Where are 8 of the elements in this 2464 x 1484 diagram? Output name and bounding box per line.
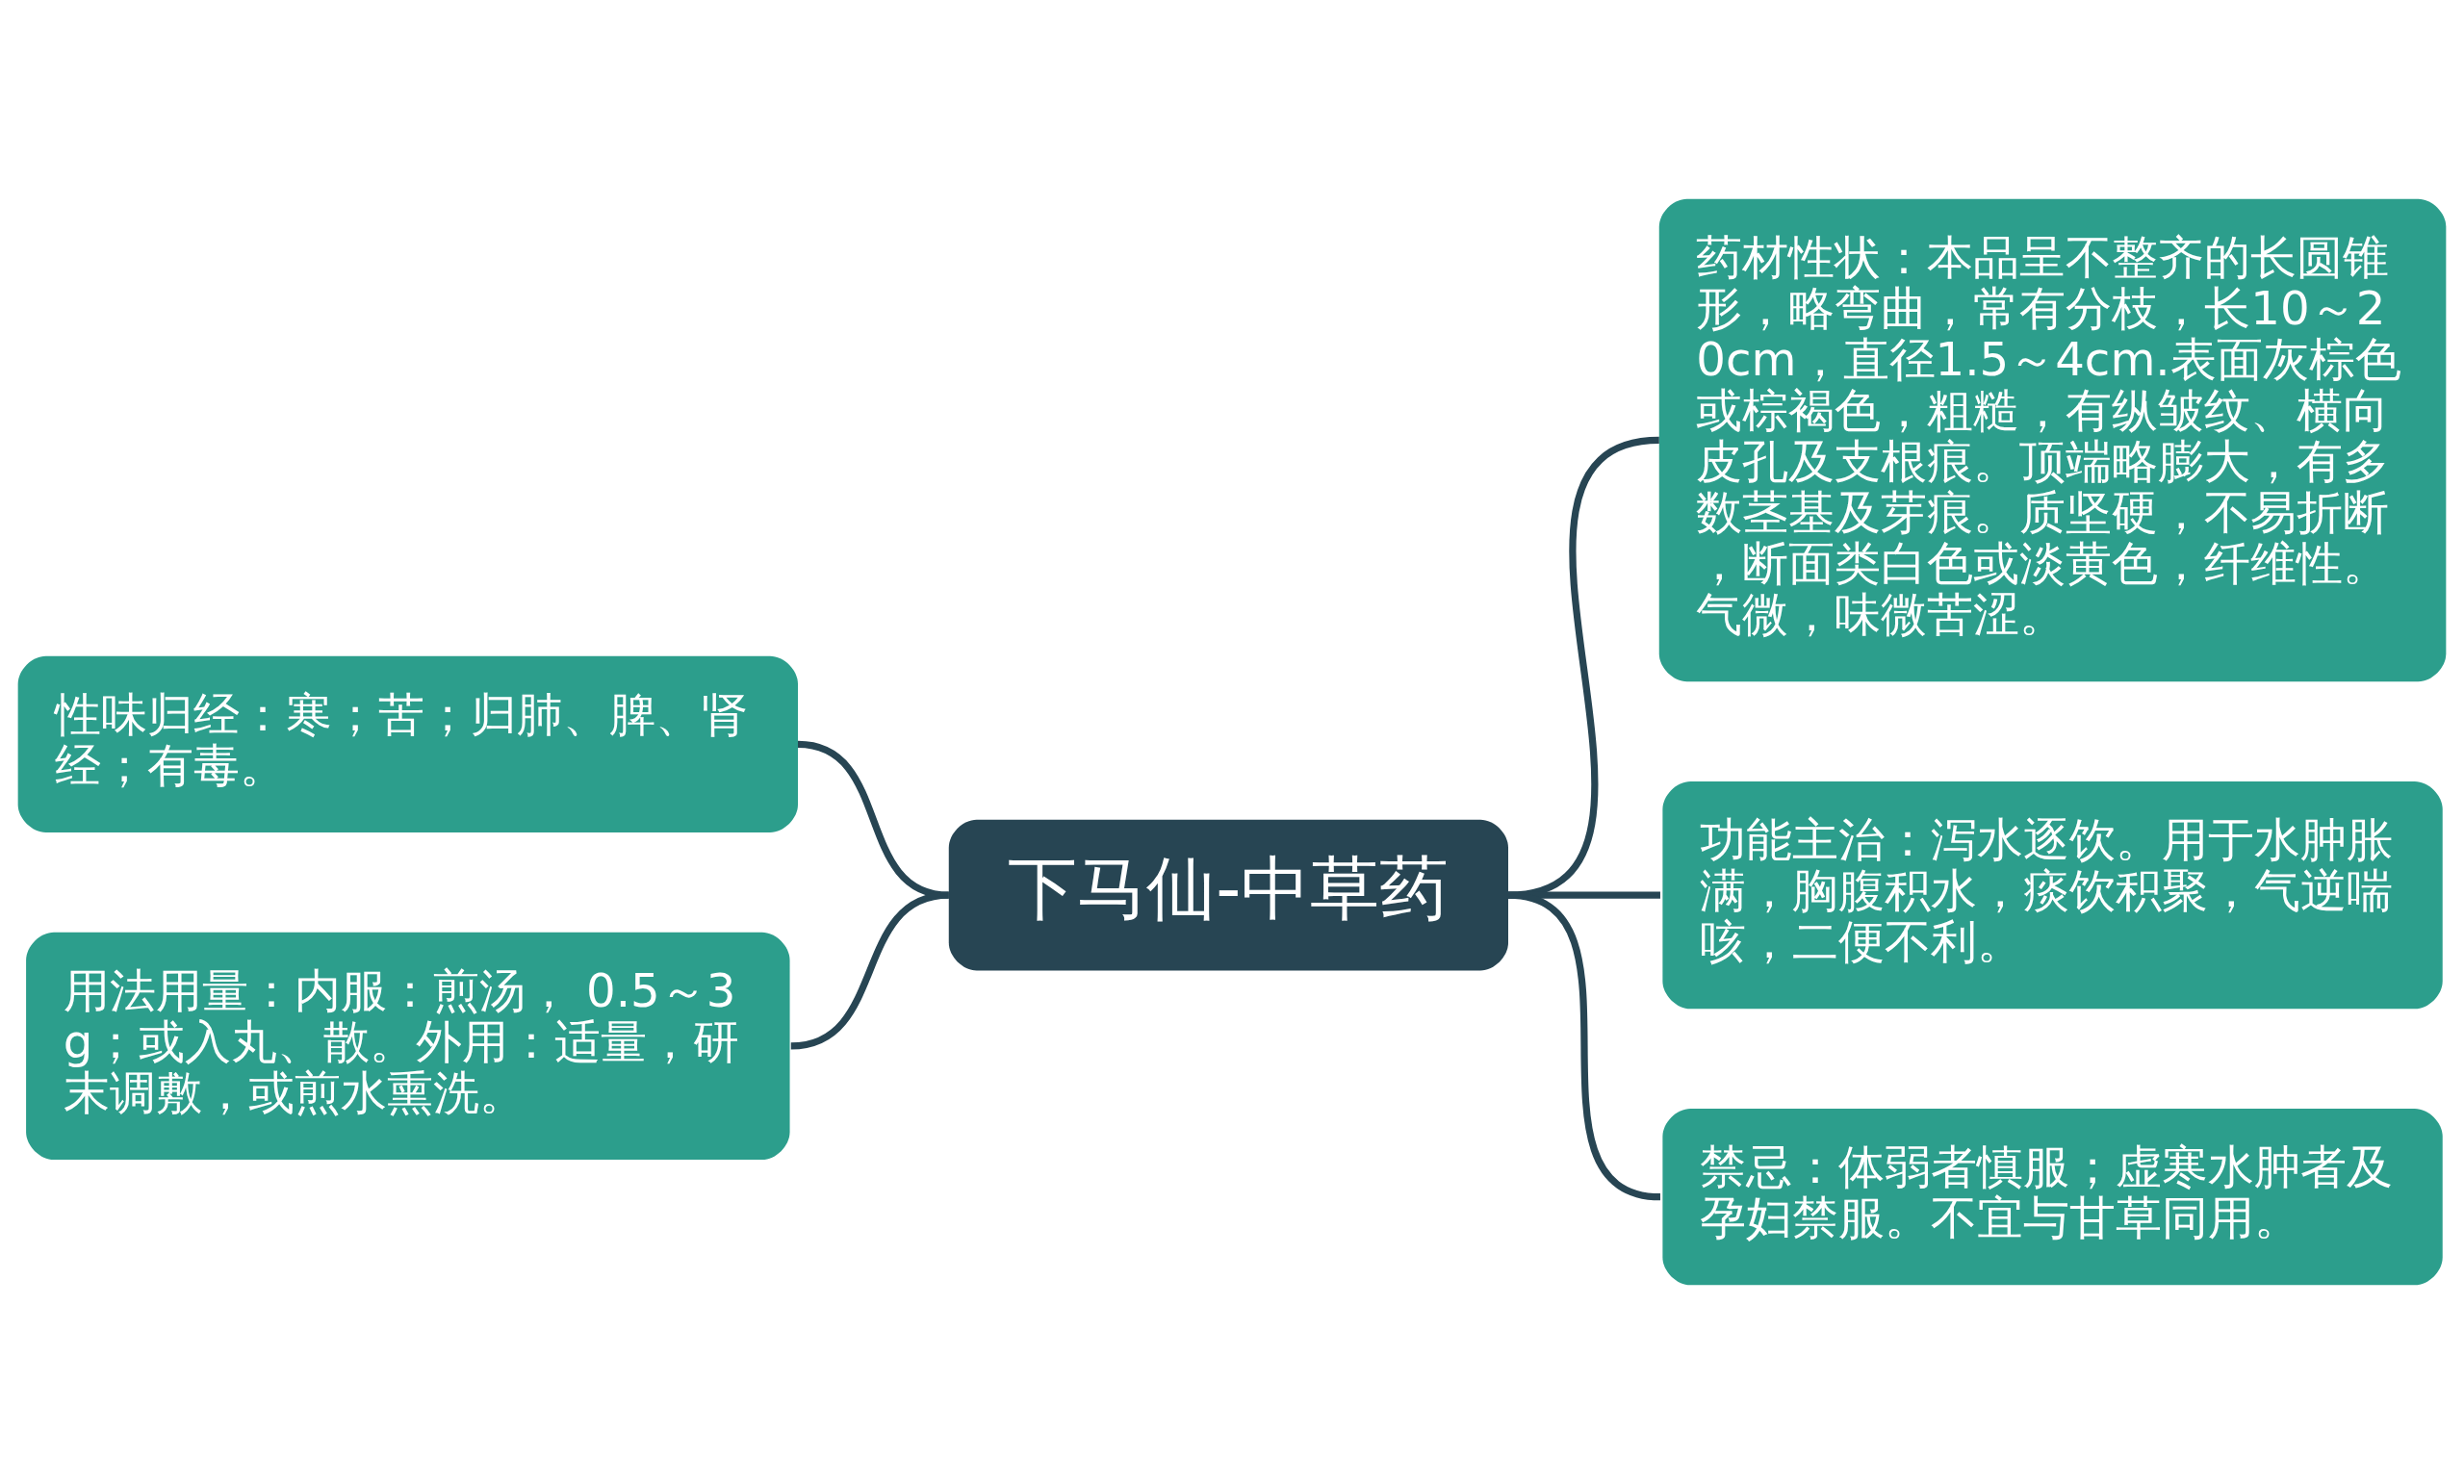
connector — [790, 891, 950, 1050]
connector — [1507, 891, 1661, 1201]
node-box: 用法用量：内服：煎汤， 0.5～3g；或入丸、散。外用：适量，研末调敷，或煎水熏洗。 — [26, 932, 790, 1161]
node-box: 性味归经：寒；苦；归肺、脾、肾经；有毒。 — [17, 655, 798, 833]
node-box: 下马仙-中草药 — [948, 819, 1508, 971]
node-box: 功能主治：泻水逐饮。用于水肿胀满，胸腹积水，痰饮积聚，气逆喘咳，二便不利。 — [1662, 781, 2443, 1010]
node-box: 药材性状：本品呈不整齐的长圆锥形，略弯曲，常有分枝，长10～20cm，直径1.5～4cm.表面灰棕色或棕褐色，粗糙，有纵皱纹、横向皮孔及支根痕。顶端略膨大，有多数茎基及芽痕。质坚硬，不易折断，断面类白色或淡黄色，纤维性。气微，味微苦涩。 — [1658, 198, 2447, 682]
node-box: 禁忌：体弱者慎服；虚寒水肿者及孕妇禁服。不宜与甘草同用。 — [1662, 1109, 2443, 1286]
